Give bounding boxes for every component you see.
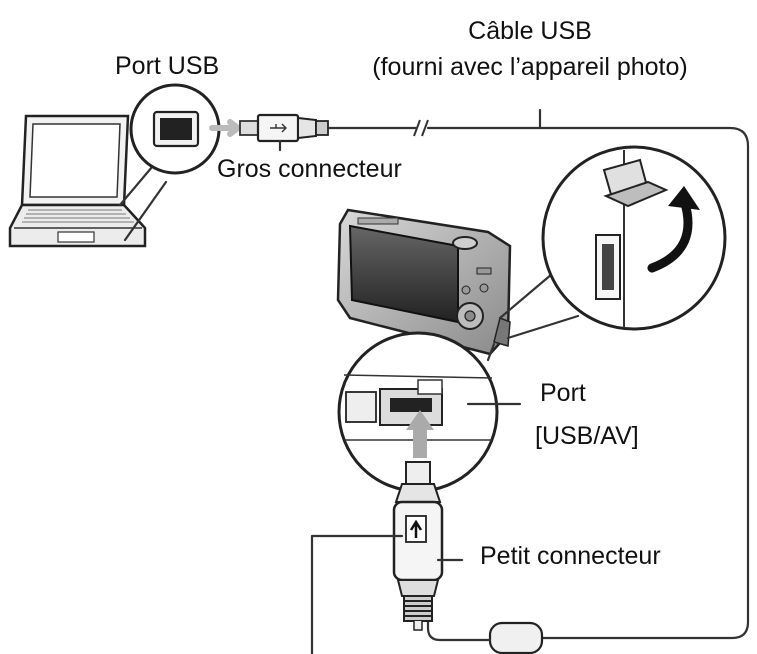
small-connector-drawing [310,461,464,654]
usb-cable [326,108,750,654]
cable-title-label: Câble USB [468,17,592,45]
port-usb-av-label-line1: Port [540,379,586,407]
camera-icon [336,208,512,356]
curved-arrow-icon [647,195,693,273]
large-connector-drawing [209,113,329,152]
usb-symbol-icon [270,123,287,133]
large-connector-label: Gros connecteur [217,155,402,183]
port-usb-av-label-line2: [USB/AV] [535,422,639,450]
laptop-port-zoom [118,83,221,242]
cover-zoom [498,145,727,340]
ferrite-core [488,621,544,654]
laptop-icon [8,114,147,248]
small-connector-label: Petit connecteur [480,542,661,570]
camera-port-zoom [337,331,522,493]
port-usb-label: Port USB [115,52,220,80]
cable-subtitle-label: (fourni avec l’appareil photo) [372,53,688,81]
up-arrow-icon [406,410,434,430]
